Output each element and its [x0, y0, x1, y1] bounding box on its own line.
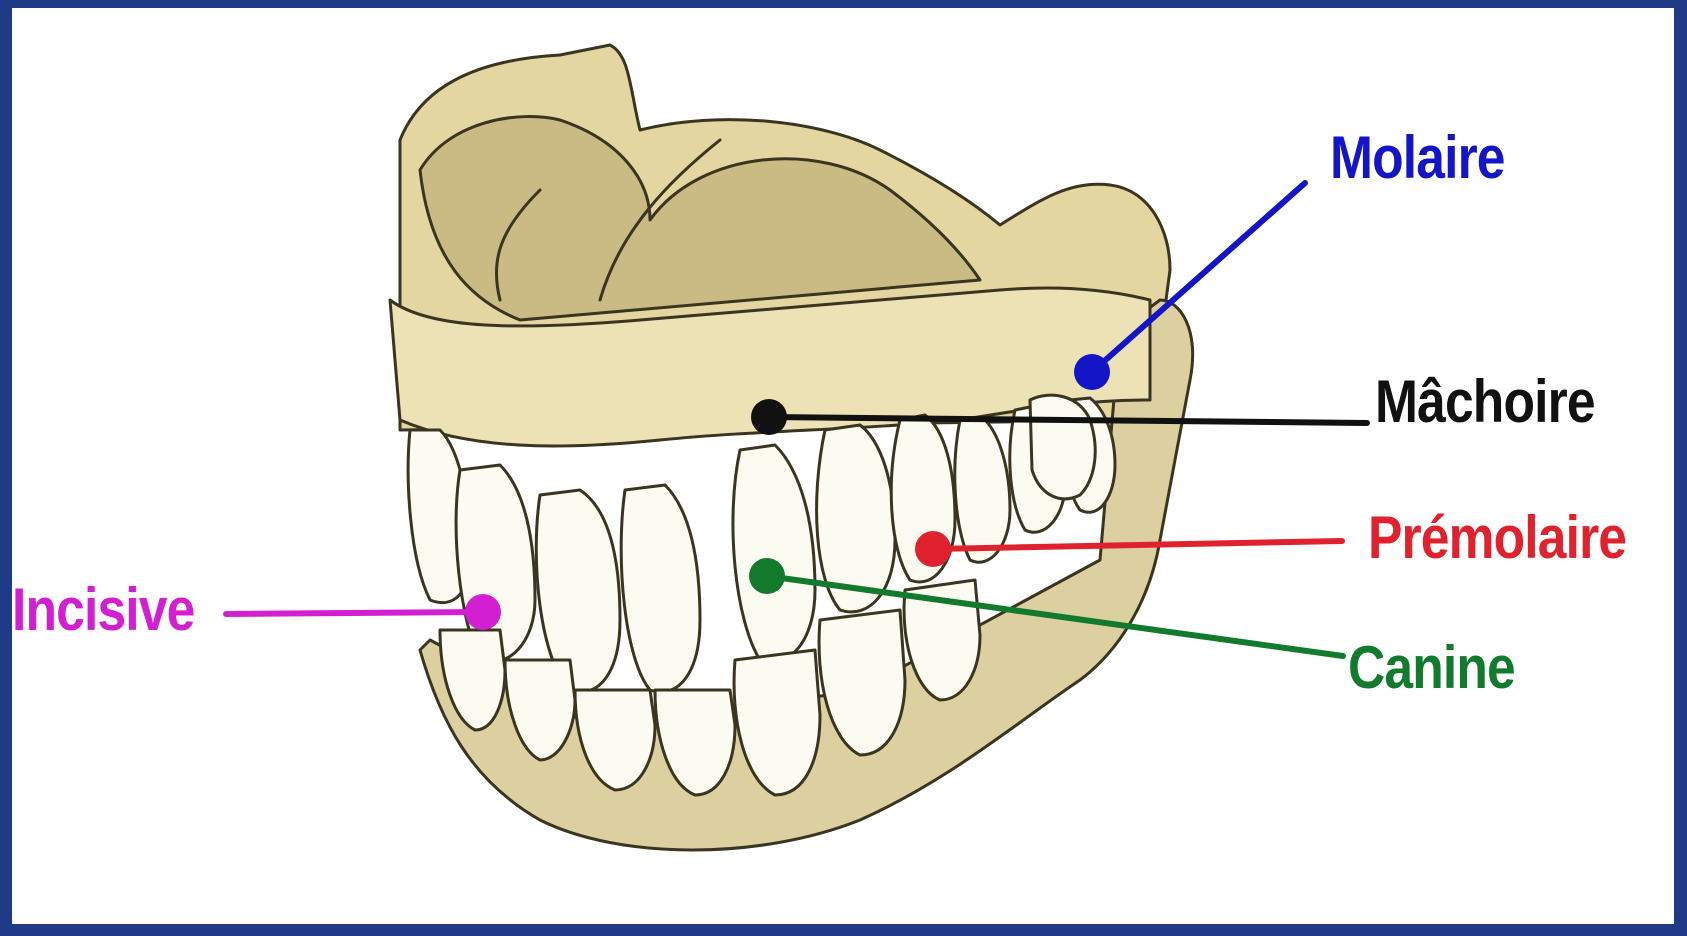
marker-premolaire [915, 531, 951, 567]
marker-incisive [465, 594, 501, 630]
marker-machoire [751, 399, 787, 435]
leader-incisive [226, 612, 483, 614]
marker-canine [749, 558, 785, 594]
label-premolaire: Prémolaire [1368, 508, 1626, 568]
label-machoire: Mâchoire [1375, 372, 1595, 432]
label-incisive: Incisive [12, 580, 194, 640]
marker-molaire [1074, 354, 1110, 390]
label-canine: Canine [1348, 638, 1515, 698]
label-molaire: Molaire [1330, 128, 1505, 188]
back-molar [1030, 395, 1095, 499]
